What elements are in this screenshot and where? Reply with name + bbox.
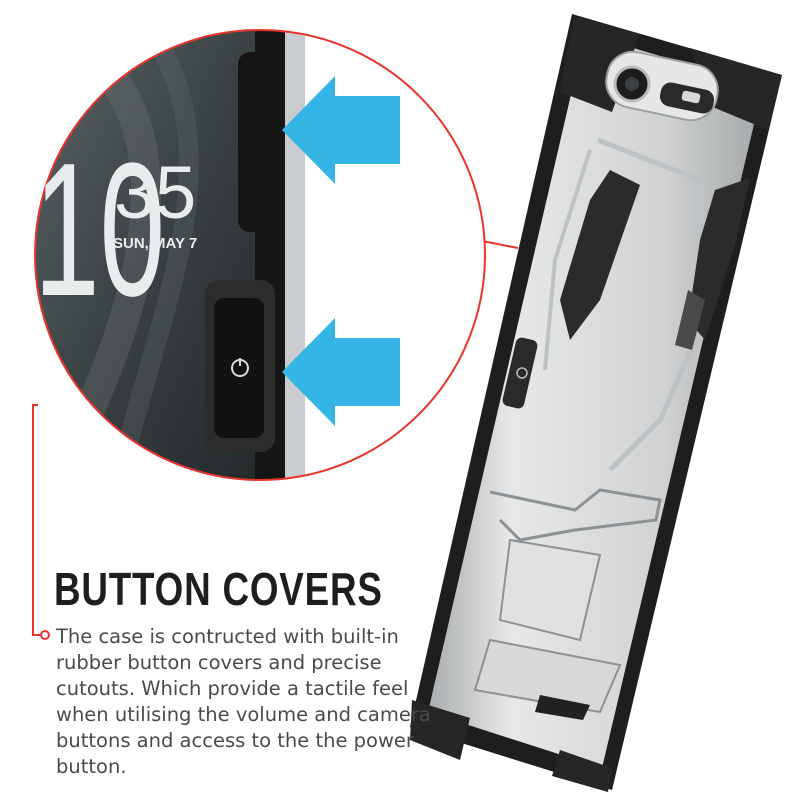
corner-bumper — [552, 750, 612, 792]
zoom-detail: 10 35 SUN, MAY 7 — [34, 29, 486, 481]
volume-button-cover — [238, 52, 272, 232]
callout-line — [32, 404, 42, 636]
arrow-right-icon — [282, 76, 400, 184]
camera-lens-inner — [625, 77, 639, 91]
case-power-button — [502, 337, 538, 409]
kickstand — [498, 538, 602, 642]
phone-case — [410, 14, 782, 792]
kickstand-outline — [489, 488, 662, 542]
callout-dot — [40, 630, 50, 640]
corner-bumper — [410, 700, 470, 760]
arrow-right-icon — [282, 318, 400, 426]
feature-description: The case is contructed with built-in rub… — [56, 625, 431, 778]
clock-hour: 10 — [34, 124, 165, 336]
power-button — [214, 298, 264, 438]
case-back — [428, 34, 763, 768]
corner-bumper — [690, 48, 782, 130]
section-heading: BUTTON COVERS — [54, 563, 383, 615]
kickstand-slot — [535, 695, 590, 720]
zoom-circle-border — [34, 29, 486, 481]
vent-left — [560, 170, 640, 340]
power-icon — [516, 367, 528, 379]
clock-date: SUN, MAY 7 — [113, 235, 197, 252]
clock-minute: 35 — [114, 151, 196, 234]
